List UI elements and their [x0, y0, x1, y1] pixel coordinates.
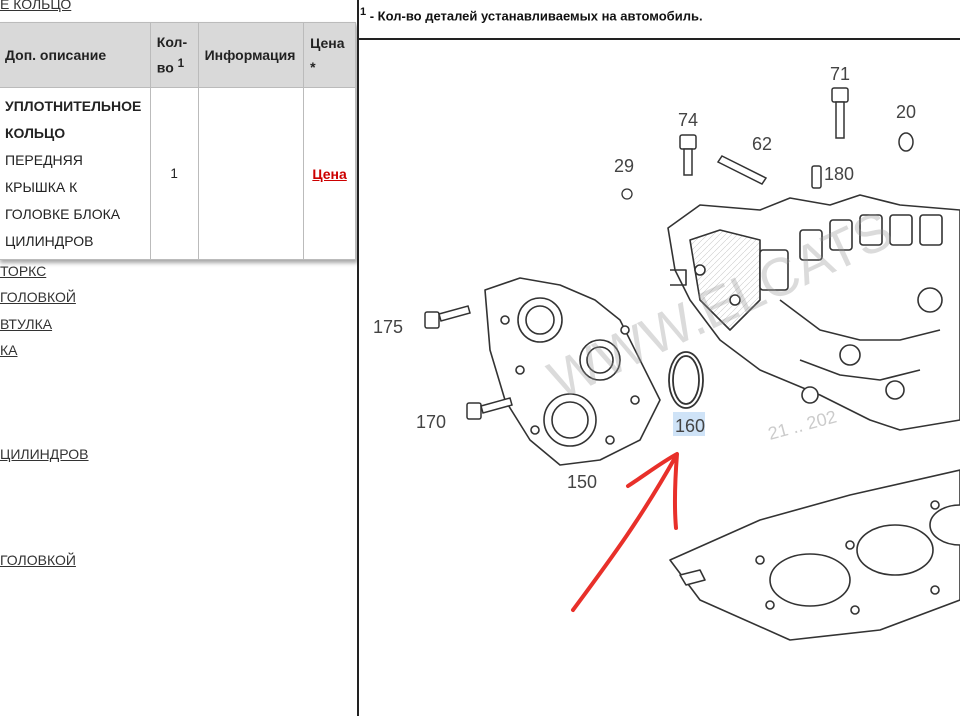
part-link-torx[interactable]: ТОРКС: [0, 263, 47, 279]
callout-160[interactable]: 160: [675, 416, 705, 436]
pane-divider: [357, 0, 359, 716]
part-link-ring[interactable]: Е КОЛЬЦО: [0, 0, 72, 12]
head-gasket-drawing: [669, 469, 960, 641]
bolt-175-drawing: [424, 305, 471, 329]
pin-180-drawing: [811, 165, 822, 189]
callout-20[interactable]: 20: [896, 102, 916, 122]
col-header-info: Информация: [197, 22, 305, 88]
cell-info: [197, 87, 305, 260]
front-cover-drawing: [484, 277, 661, 466]
qty-header-line2: во: [156, 59, 174, 76]
callout-180[interactable]: 180: [824, 164, 854, 184]
seal-20-drawing: [898, 132, 914, 152]
cylinder-head-drawing: [667, 194, 960, 431]
col-header-description: Доп. описание: [0, 22, 151, 88]
parts-diagram: WWW.ELCATS 21 .. 202 71 74 20 62 29 180 …: [373, 64, 960, 641]
price-header-label: Цена: [310, 35, 345, 51]
part-link-head-1[interactable]: ГОЛОВКОЙ: [0, 289, 76, 305]
part-sub-line4: ЦИЛИНДРОВ: [5, 232, 94, 249]
part-sub-line2: КРЫШКА К: [5, 178, 78, 195]
bolt-170-drawing: [466, 397, 513, 420]
callout-170[interactable]: 170: [416, 412, 446, 432]
callout-175[interactable]: 175: [373, 317, 403, 337]
col-header-qty: Кол- во 1: [149, 22, 199, 88]
callout-160-highlight: [673, 412, 705, 436]
callout-29[interactable]: 29: [614, 156, 634, 176]
part-link-ka[interactable]: КА: [0, 342, 18, 358]
qty-footnote: 1 - Кол-во деталей устанавливаемых на ав…: [360, 6, 703, 23]
callout-150[interactable]: 150: [567, 472, 597, 492]
footnote-text: - Кол-во деталей устанавливаемых на авто…: [366, 8, 703, 24]
table-row: УПЛОТНИТЕЛЬНОЕ КОЛЬЦО ПЕРЕДНЯЯ КРЫШКА К …: [0, 87, 356, 260]
price-header-asterisk: *: [310, 59, 316, 75]
cell-price: Цена: [303, 87, 356, 260]
part-link-cylinders[interactable]: ЦИЛИНДРОВ: [0, 446, 89, 462]
footnote-marker: 1: [360, 6, 367, 18]
qty-header-footnote-marker: 1: [177, 57, 185, 71]
bolt-74-drawing: [679, 134, 697, 176]
cell-description: УПЛОТНИТЕЛЬНОЕ КОЛЬЦО ПЕРЕДНЯЯ КРЫШКА К …: [0, 87, 151, 260]
table-header-row: Доп. описание Кол- во 1 Информация Цена …: [0, 22, 356, 88]
part-link-head-2[interactable]: ГОЛОВКОЙ: [0, 552, 76, 568]
col-header-price: Цена *: [303, 22, 356, 88]
callout-74[interactable]: 74: [678, 110, 698, 130]
stud-62-drawing: [716, 155, 768, 185]
bolt-71-drawing: [831, 87, 849, 139]
parts-table: Доп. описание Кол- во 1 Информация Цена …: [0, 22, 356, 260]
parts-list-pane: Е КОЛЬЦО Доп. описание Кол- во 1 Информа…: [0, 0, 358, 716]
diagram-date-stamp: 21 .. 202: [766, 406, 839, 443]
diagram-top-border: [359, 38, 960, 40]
ring-29-drawing: [621, 188, 633, 200]
cell-qty: 1: [149, 87, 199, 260]
qty-header-line1: Кол-: [156, 34, 188, 51]
part-link-bushing[interactable]: ВТУЛКА: [0, 316, 53, 332]
part-sub-line3: ГОЛОВКЕ БЛОКА: [5, 205, 121, 222]
red-arrow-annotation: [571, 452, 679, 612]
callout-62[interactable]: 62: [752, 134, 772, 154]
part-name-line2: КОЛЬЦО: [5, 124, 66, 141]
part-name-line1: УПЛОТНИТЕЛЬНОЕ: [5, 97, 142, 114]
price-link[interactable]: Цена: [312, 165, 347, 182]
callout-71[interactable]: 71: [830, 64, 850, 84]
part-sub-line1: ПЕРЕДНЯЯ: [5, 151, 83, 168]
oring-160-drawing: [668, 351, 704, 409]
